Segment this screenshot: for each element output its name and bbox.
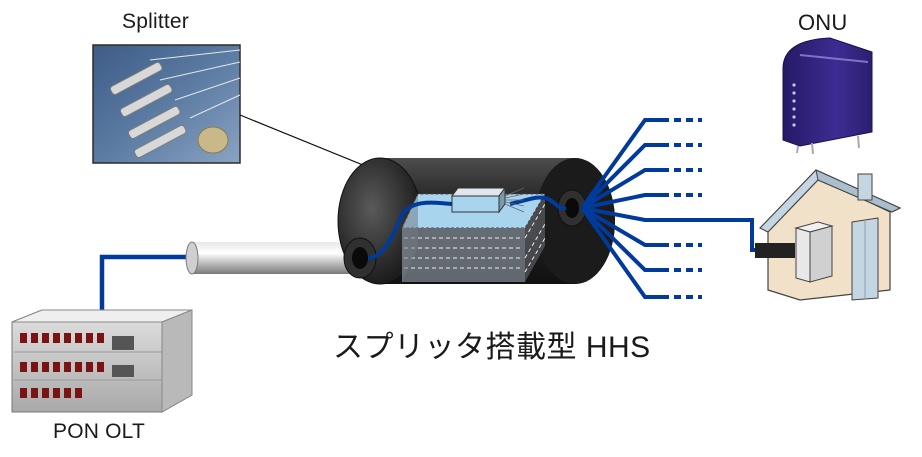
splitter-photo [92,44,241,164]
fiber-internal [367,195,567,260]
splitter-device-icon [109,61,187,159]
hhs-label: スプリッタ搭載型 HHS [333,331,651,364]
fiber-connector-icon [755,243,795,258]
chimney-icon [857,173,873,201]
onu-device-icon [782,37,873,155]
coin-icon [197,126,229,154]
onu-box-icon [794,221,834,283]
pon-olt-label: PON OLT [53,420,146,443]
splitter-label: Splitter [122,10,189,33]
output-fiber-fanout [580,118,760,299]
splitter-module [451,186,525,214]
fiber-olt-to-tube [99,254,190,312]
house-icon [755,169,902,301]
pon-olt-rack-icon [11,309,193,413]
onu-label: ONU [798,10,848,35]
input-cable-tube [185,241,352,275]
